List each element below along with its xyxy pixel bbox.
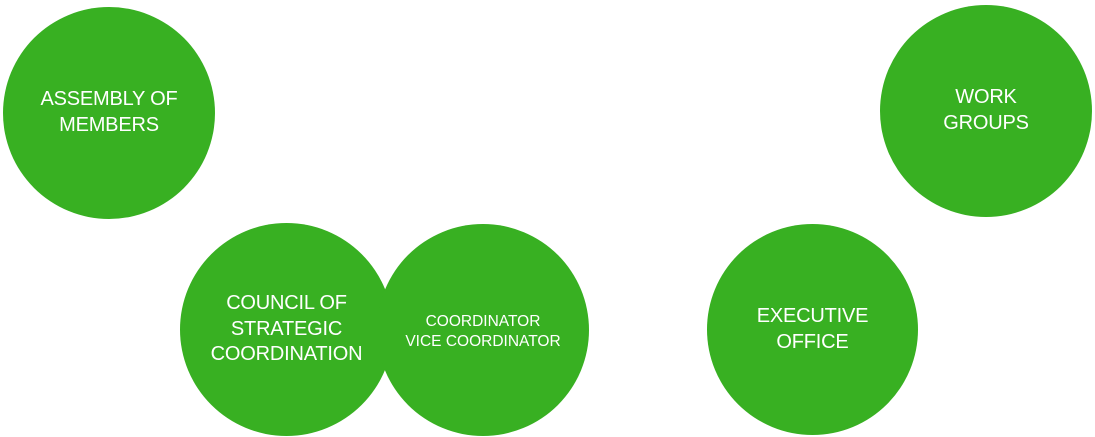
- node-label-line: COORDINATOR: [425, 313, 541, 331]
- node-label-line: STRATEGIC: [230, 317, 343, 340]
- node-label-line: COUNCIL OF: [226, 292, 347, 315]
- node-label-line: COORDINATION: [210, 343, 363, 366]
- coordinator-label-group: COORDINATOR VICE COORDINATOR: [405, 308, 560, 352]
- coordinator-node: COORDINATOR VICE COORDINATOR: [377, 224, 589, 436]
- node-label-line: WORK: [955, 86, 1017, 109]
- assembly-of-members-node: ASSEMBLY OF MEMBERS: [3, 7, 215, 219]
- executive-office-node: EXECUTIVE OFFICE: [707, 224, 918, 435]
- node-label-line: EXECUTIVE: [756, 304, 869, 327]
- node-label-line: GROUPS: [943, 112, 1029, 134]
- work-groups-node: WORK GROUPS: [880, 5, 1092, 217]
- node-label-line: OFFICE: [776, 330, 849, 353]
- node-label-line: ASSEMBLY OF: [40, 88, 178, 111]
- council-of-strategic-coordination-node: COUNCIL OF STRATEGIC COORDINATION: [180, 223, 393, 436]
- node-label-line: VICE COORDINATOR: [405, 333, 561, 350]
- node-label-line: MEMBERS: [59, 114, 159, 136]
